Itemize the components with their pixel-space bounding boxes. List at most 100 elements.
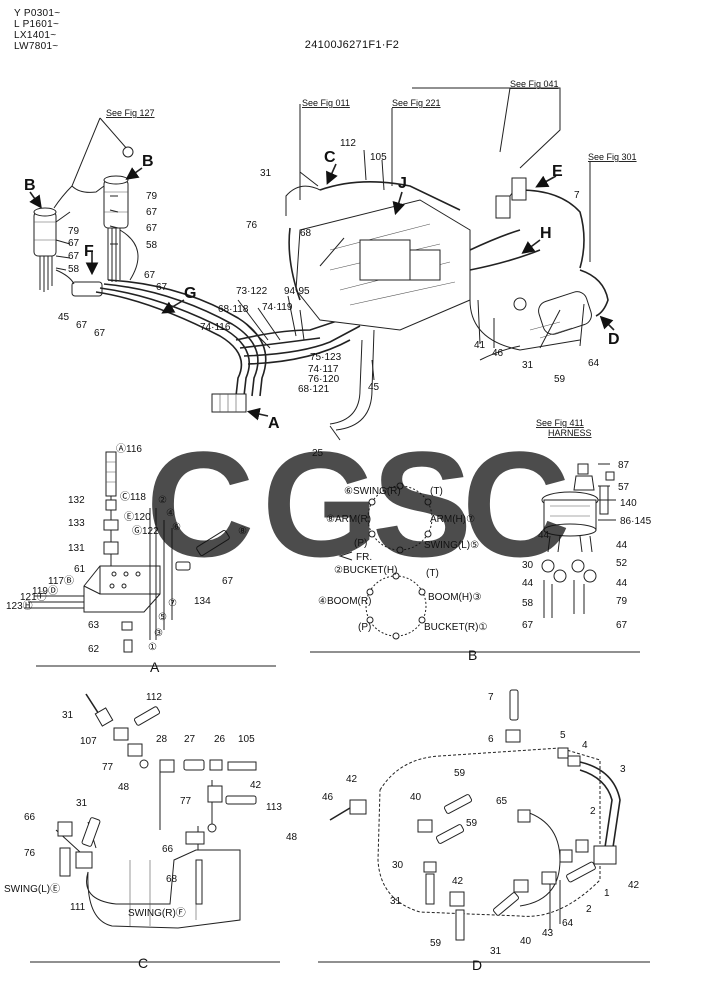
view-arrow-e: E — [552, 163, 563, 180]
part-label: 5 — [560, 730, 566, 741]
manifold-f — [71, 281, 103, 297]
view-arrow-c: C — [324, 149, 336, 166]
part-label: 44 — [522, 578, 534, 589]
view-arrow-b: B — [142, 153, 154, 170]
part-label: 42 — [250, 780, 262, 791]
part-label: 52 — [616, 558, 628, 569]
part-label: 59 — [430, 938, 442, 949]
part-label: 68·118 — [218, 304, 249, 315]
part-label: 64 — [588, 358, 600, 369]
part-label: 30 — [522, 560, 534, 571]
part-label: 61 — [74, 564, 86, 575]
part-label: 31 — [62, 710, 74, 721]
watermark-letter: S — [372, 420, 472, 588]
part-label: 123Ⓗ — [6, 600, 33, 612]
part-label: 1 — [604, 888, 610, 899]
section-label-b: B — [468, 647, 477, 663]
part-label: 45 — [58, 312, 70, 323]
watermark-letter: C — [462, 420, 570, 588]
watermark: C G S C — [146, 420, 570, 588]
part-label: 66 — [24, 812, 36, 823]
part-label: 58 — [68, 264, 80, 275]
part-label: Ⓒ118 — [120, 491, 146, 503]
detail-b-drawing — [338, 463, 616, 640]
port-number: ① — [148, 642, 157, 653]
part-label: 46 — [492, 348, 504, 359]
port-label: BUCKET(R)① — [424, 622, 487, 633]
part-label: 67 — [144, 270, 156, 281]
part-label: 6 — [488, 734, 494, 745]
part-label: 45 — [368, 382, 380, 393]
part-label: 94·95 — [284, 286, 310, 297]
watermark-letter: G — [262, 420, 379, 588]
port-label: SWING(L)⑤ — [424, 540, 479, 551]
part-label: 112 — [340, 138, 356, 149]
part-label: 44 — [616, 540, 628, 551]
part-label: 68 — [300, 228, 312, 239]
part-label: 67 — [522, 620, 534, 631]
view-arrow-a: A — [268, 415, 280, 432]
detail-c-drawing — [55, 693, 257, 929]
part-label: 77 — [102, 762, 114, 773]
port-label: ④BOOM(R) — [318, 596, 371, 607]
port-number: ④ — [166, 508, 175, 519]
part-label: 76 — [24, 848, 36, 859]
part-label: 43 — [542, 928, 554, 939]
part-label: 67 — [68, 238, 80, 249]
part-label: 42 — [628, 880, 640, 891]
part-label: 48 — [286, 832, 298, 843]
solenoid-valve-left — [33, 207, 57, 292]
part-label: 75·123 — [310, 352, 342, 363]
part-label: 121Ⓕ — [20, 591, 47, 603]
part-label: 79 — [68, 226, 80, 237]
port-label: SWING(L)Ⓔ — [4, 883, 60, 895]
part-label: 40 — [520, 936, 532, 947]
view-arrow-g: G — [184, 285, 196, 302]
part-label: 31 — [76, 798, 88, 809]
see-fig-011: See Fig 011 — [302, 98, 350, 108]
port-number: ③ — [154, 628, 163, 639]
part-label: 111 — [70, 902, 86, 913]
port-label: ②BUCKET(H) — [334, 565, 397, 576]
part-label: 67 — [222, 576, 234, 587]
part-label: 26 — [214, 734, 226, 745]
part-label: 41 — [474, 340, 486, 351]
part-label: 76·120 — [308, 374, 340, 385]
watermark-letter: C — [146, 420, 254, 588]
part-label: 67 — [146, 223, 158, 234]
part-label: 31 — [390, 896, 402, 907]
part-label: 28 — [156, 734, 168, 745]
part-label: 119Ⓓ — [32, 585, 58, 597]
part-label: 59 — [554, 374, 566, 385]
part-label: 105 — [370, 152, 387, 163]
part-label: 4 — [582, 740, 588, 751]
port-label: SWING(R)Ⓕ — [128, 907, 186, 919]
detail-d-drawing — [329, 689, 621, 941]
part-label: 66 — [162, 844, 174, 855]
part-label: 107 — [80, 736, 97, 747]
part-label: 59 — [466, 818, 478, 829]
part-label: 74·117 — [308, 364, 339, 375]
part-label: 134 — [194, 596, 211, 607]
part-label: 76 — [246, 220, 258, 231]
part-label: 67 — [76, 320, 88, 331]
part-label: 131 — [68, 543, 85, 554]
section-label-c: C — [138, 955, 148, 971]
part-label: 79 — [616, 596, 628, 607]
part-label: 62 — [88, 644, 100, 655]
model-codes: Y P0301~ L P1601~ LX1401~ LW7801~ — [14, 8, 60, 52]
view-arrow-j: J — [398, 175, 407, 192]
document-code: 24100J6271F1·F2 — [304, 39, 400, 51]
part-label: 63 — [88, 620, 100, 631]
part-label: 27 — [184, 734, 196, 745]
harness-label: HARNESS — [548, 428, 592, 438]
model-code: Y P0301~ — [14, 8, 61, 19]
see-fig-221: See Fig 221 — [392, 98, 441, 108]
control-valve — [285, 181, 541, 331]
model-code: LW7801~ — [14, 41, 59, 52]
front-label: FR. — [356, 552, 372, 563]
section-label-d: D — [472, 957, 482, 973]
part-label: 44 — [538, 530, 550, 541]
part-label: 87 — [618, 460, 630, 471]
